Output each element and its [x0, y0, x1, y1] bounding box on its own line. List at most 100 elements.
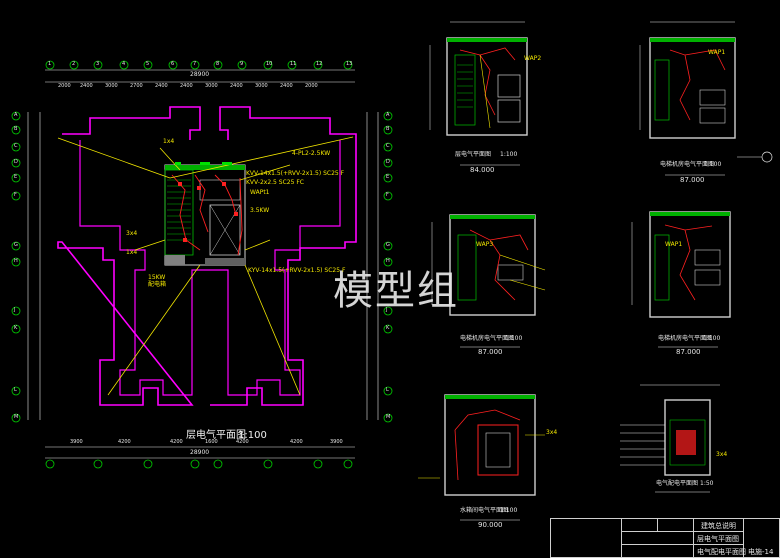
dimension-label: 2000 [58, 83, 71, 89]
grid-col-label: 2 [72, 61, 76, 67]
grid-row-label: H [14, 258, 18, 264]
dimension-label: 3900 [70, 439, 83, 445]
detail-1-elev: 84.000 [470, 166, 495, 174]
detail-1-box: WAP2 [524, 55, 542, 62]
grid-row-label: E [386, 174, 390, 180]
title-block: 建筑总说明 层电气平面图 电气配电平面图 电施-14 [550, 518, 780, 558]
note-n2: KVV-14x1.5(+RVV-2x1.5) SC25 F [246, 170, 345, 177]
detail-3-box: WAP3 [476, 241, 494, 248]
grid-row-label: H [386, 258, 390, 264]
grid-row-label: M [14, 414, 19, 420]
main-plan-scale: 1:100 [238, 430, 267, 441]
main-plan-title: 层电气平面图 [186, 430, 246, 441]
note-n3: KVV-2x2.5 SC25 FC [246, 179, 304, 186]
dimension-label: 4200 [236, 439, 249, 445]
detail-5-elev: 90.000 [478, 521, 503, 529]
detail-2-box: WAP1 [708, 49, 726, 56]
dimension-label: 2400 [155, 83, 168, 89]
grid-row-label: K [386, 325, 390, 331]
north-arrow-icon [761, 151, 773, 163]
note-n10: 3x4 [126, 230, 138, 237]
detail-plan-2 [639, 21, 736, 176]
grid-bubbles-left [11, 111, 21, 423]
grid-col-label: 5 [146, 61, 150, 67]
detail-plan-5 [418, 394, 545, 521]
grid-row-label: B [386, 126, 390, 132]
dimension-label: 1600 [205, 439, 218, 445]
title-block-number: 电施-14 [748, 548, 774, 556]
detail-5-title: 水箱间电气平面图 [460, 507, 509, 514]
grid-row-label: G [386, 242, 390, 248]
grid-row-label: F [14, 192, 17, 198]
note-n11: 1x4 [126, 249, 138, 256]
note-n4: WAPt1 [250, 189, 270, 196]
detail-4-title: 电梯机房电气平面图 [658, 335, 713, 342]
dimension-label: 3000 [105, 83, 118, 89]
note-n8: 配电箱 [148, 281, 167, 288]
detail-plan-4 [631, 211, 731, 348]
detail-4-elev: 87.000 [676, 348, 701, 356]
detail-plan-3 [431, 214, 546, 348]
note-n9: 1x4 [163, 138, 175, 145]
dimension-label: 2400 [230, 83, 243, 89]
dimension-label: 2400 [180, 83, 193, 89]
detail-5-scale: 1:100 [500, 507, 518, 514]
note-n1: 4-PL2-2.5KW [292, 150, 331, 157]
dimension-label: 3900 [330, 439, 343, 445]
grid-col-label: 12 [316, 61, 323, 67]
detail-plan-6 [620, 384, 720, 493]
grid-row-label: C [14, 143, 18, 149]
detail-3-title: 电梯机房电气平面图 [460, 335, 515, 342]
dimension-label: 2000 [305, 83, 318, 89]
note-n7: 15KW [148, 274, 166, 281]
detail-1-scale: 1:100 [500, 151, 518, 158]
grid-row-label: L [14, 387, 17, 393]
grid-row-label: F [386, 192, 389, 198]
grid-row-label: B [14, 126, 18, 132]
watermark: 模型组 [333, 268, 459, 314]
dimension-label: 4200 [170, 439, 183, 445]
grid-row-label: L [386, 387, 389, 393]
grid-col-label: 6 [171, 61, 175, 67]
detail-1-title: 层电气平面图 [455, 151, 492, 158]
note-n5: 3.5KW [250, 207, 270, 214]
grid-row-label: M [386, 414, 391, 420]
grid-col-label: 9 [240, 61, 244, 67]
dimension-label: 2400 [80, 83, 93, 89]
grid-col-label: 7 [193, 61, 197, 67]
grid-col-label: 3 [96, 61, 100, 67]
grid-bubbles-top [45, 60, 353, 70]
main-floor-plan [11, 60, 393, 469]
grid-row-label: J [386, 307, 388, 313]
detail-2-title: 电梯机房电气平面图 [660, 161, 715, 168]
detail-6-title: 电气配电平面图 [656, 480, 699, 487]
dimension-label: 2700 [130, 83, 143, 89]
grid-row-label: D [386, 159, 390, 165]
main-plan-top-total: 28900 [190, 71, 210, 78]
grid-row-label: C [386, 143, 390, 149]
grid-col-label: 1 [48, 61, 52, 67]
grid-row-label: A [14, 112, 18, 118]
detail-5-box: 3x4 [546, 429, 558, 436]
detail-4-box: WAP1 [665, 241, 683, 248]
dimension-label: 4200 [118, 439, 131, 445]
detail-2-elev: 87.000 [680, 176, 705, 184]
dimension-label: 3000 [255, 83, 268, 89]
detail-2-scale: 1:100 [704, 161, 722, 168]
title-block-sub: 电气配电平面图 [697, 548, 746, 556]
title-block-project: 建筑总说明 [701, 522, 736, 530]
grid-bubbles-right [383, 111, 393, 423]
grid-col-label: 8 [216, 61, 220, 67]
grid-bubbles-bottom [45, 459, 353, 469]
dimension-label: 2400 [280, 83, 293, 89]
detail-3-scale: 1:100 [505, 335, 523, 342]
dimension-label: 4200 [290, 439, 303, 445]
grid-col-label: 13 [346, 61, 353, 67]
dimension-label: 3000 [205, 83, 218, 89]
grid-row-label: K [14, 325, 18, 331]
grid-col-label: 10 [266, 61, 273, 67]
detail-6-scale: 1:50 [700, 480, 714, 487]
detail-6-box: 3x4 [716, 451, 728, 458]
grid-row-label: J [14, 307, 16, 313]
